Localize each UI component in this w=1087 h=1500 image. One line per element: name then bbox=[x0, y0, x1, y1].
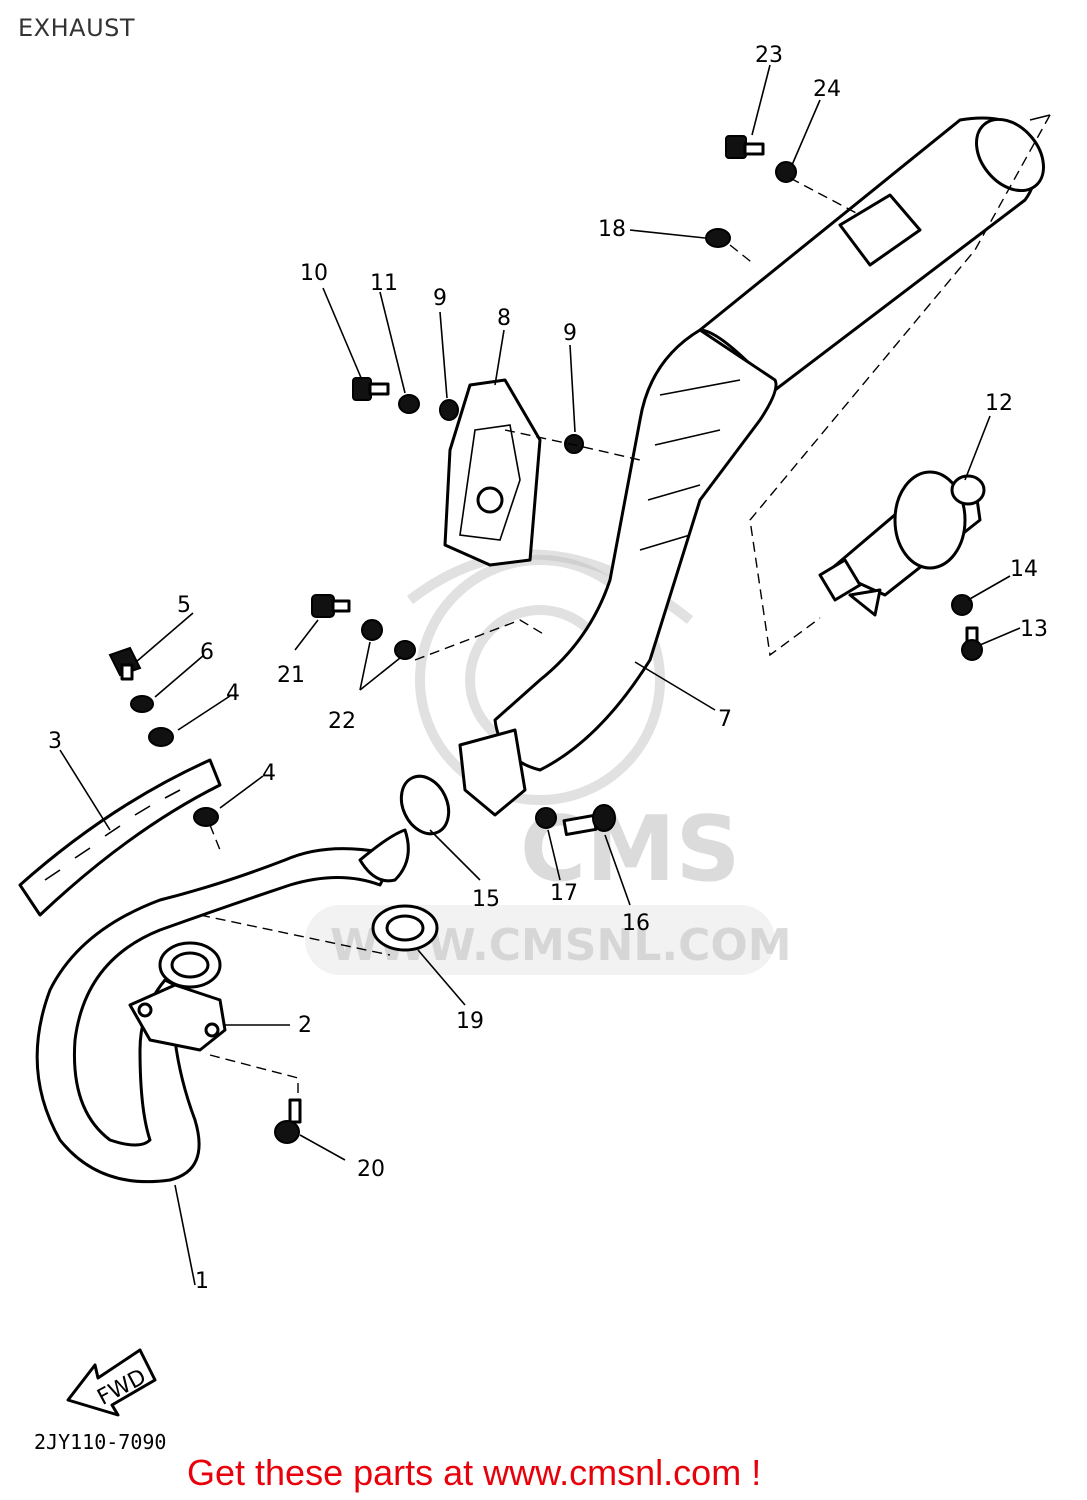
callout-12: 12 bbox=[985, 391, 1013, 416]
callout-2: 2 bbox=[298, 1013, 312, 1038]
callout-23: 23 bbox=[755, 43, 783, 68]
part-11-washer[interactable] bbox=[398, 394, 420, 414]
callout-6: 6 bbox=[200, 640, 214, 665]
part-5-screw[interactable] bbox=[108, 646, 142, 681]
callout-3: 3 bbox=[48, 729, 62, 754]
callout-24: 24 bbox=[813, 77, 841, 102]
callout-8: 8 bbox=[497, 306, 511, 331]
callout-19: 19 bbox=[456, 1009, 484, 1034]
cta-link[interactable]: Get these parts at www.cmsnl.com ! bbox=[187, 1452, 762, 1493]
part-4-damper-b[interactable] bbox=[193, 807, 219, 827]
callout-18: 18 bbox=[598, 217, 626, 242]
part-24-washer[interactable] bbox=[775, 161, 797, 183]
part-17-washer[interactable] bbox=[535, 807, 557, 829]
part-15-gasket[interactable] bbox=[392, 769, 457, 842]
part-13-screw[interactable] bbox=[961, 626, 983, 661]
callout-9b: 9 bbox=[563, 321, 577, 346]
part-10-bolt[interactable] bbox=[352, 377, 390, 401]
drawing-code: 2JY110-7090 bbox=[34, 1430, 167, 1454]
callout-14: 14 bbox=[1010, 557, 1038, 582]
part-4-damper-a[interactable] bbox=[148, 727, 174, 747]
callout-20: 20 bbox=[357, 1157, 385, 1182]
callout-22: 22 bbox=[328, 709, 356, 734]
callout-9a: 9 bbox=[433, 286, 447, 311]
part-3-protector[interactable] bbox=[18, 758, 222, 917]
callout-labels: 1 2 3 4 4 5 6 7 8 9 9 10 11 12 13 14 15 … bbox=[48, 43, 1048, 1294]
part-22-collar-a[interactable] bbox=[361, 619, 383, 641]
part-20-screw[interactable] bbox=[274, 1098, 302, 1144]
part-clamp[interactable] bbox=[458, 728, 527, 817]
callout-4b: 4 bbox=[262, 761, 276, 786]
part-14-washer[interactable] bbox=[951, 594, 973, 616]
callout-4a: 4 bbox=[226, 681, 240, 706]
watermark-logo: CMS bbox=[520, 797, 740, 902]
part-18-damper[interactable] bbox=[705, 228, 731, 248]
callout-1: 1 bbox=[195, 1269, 209, 1294]
callout-13: 13 bbox=[1020, 617, 1048, 642]
callout-21: 21 bbox=[277, 663, 305, 688]
part-19-gasket[interactable] bbox=[371, 904, 439, 952]
assembly-lines bbox=[59, 64, 1051, 1286]
part-12-end-cap[interactable] bbox=[818, 470, 986, 617]
part-8-heat-guard[interactable] bbox=[443, 378, 542, 567]
part-21-bolt[interactable] bbox=[311, 594, 351, 618]
fwd-arrow-icon: FWD bbox=[66, 1348, 157, 1417]
part-6-washer[interactable] bbox=[130, 695, 154, 713]
part-22-collar-b[interactable] bbox=[394, 640, 416, 660]
part-16-bolt[interactable] bbox=[562, 804, 616, 836]
callout-5: 5 bbox=[177, 593, 191, 618]
part-2-flange[interactable] bbox=[128, 941, 227, 1052]
part-7-muffler[interactable] bbox=[493, 106, 1057, 772]
callout-10: 10 bbox=[300, 261, 328, 286]
page-title: EXHAUST bbox=[18, 14, 136, 42]
callout-17: 17 bbox=[550, 881, 578, 906]
part-9-grommet-b[interactable] bbox=[564, 434, 584, 454]
callout-7: 7 bbox=[718, 707, 732, 732]
part-9-grommet-a[interactable] bbox=[439, 399, 459, 421]
callout-15: 15 bbox=[472, 887, 500, 912]
callout-11: 11 bbox=[370, 271, 398, 296]
part-23-bolt[interactable] bbox=[725, 135, 765, 159]
callout-16: 16 bbox=[622, 911, 650, 936]
part-1-exhaust-pipe[interactable] bbox=[35, 828, 410, 1184]
